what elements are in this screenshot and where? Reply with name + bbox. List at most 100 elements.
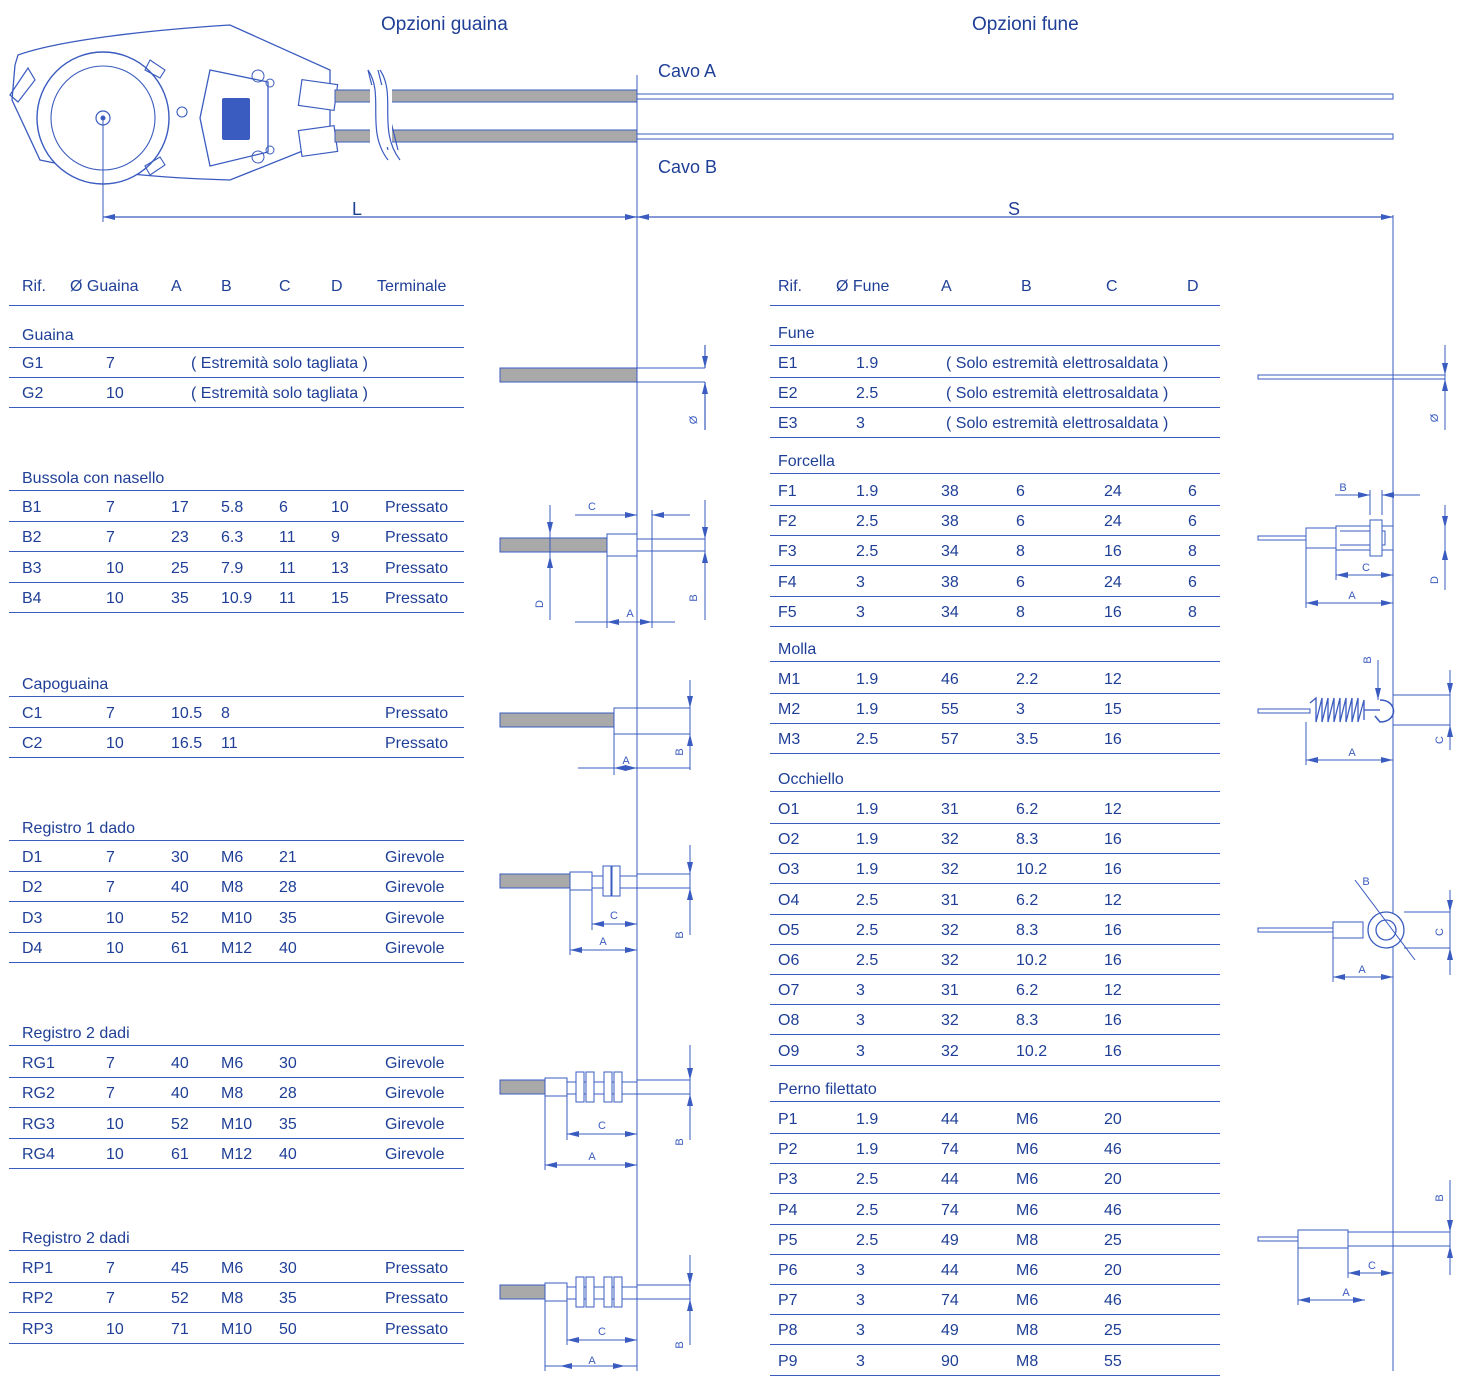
- right-group-rule: [770, 661, 1220, 662]
- right-header-rule: [770, 305, 1220, 306]
- right-cell-ref: M1: [778, 671, 801, 688]
- left-cell-ref: G1: [22, 355, 44, 372]
- left-row-rule: [9, 521, 464, 522]
- right-row-rule: [770, 377, 1220, 378]
- capo-body: [613, 707, 638, 735]
- right-cell-dia: 2.5: [856, 1231, 879, 1249]
- right-cell-ref: P4: [778, 1201, 798, 1219]
- rp-a-label: A: [588, 1355, 596, 1367]
- left-cell-b: M6: [221, 1260, 244, 1277]
- right-cell-dia: 2.5: [856, 513, 879, 531]
- right-cell-dia: 2.5: [856, 891, 879, 909]
- left-cell-ref: G2: [22, 385, 44, 403]
- left-cell-a: 52: [171, 909, 189, 927]
- right-cell-dia: 1.9: [856, 801, 879, 818]
- right-row-rule: [770, 1193, 1220, 1195]
- right-cell-dia: 1.9: [856, 355, 879, 372]
- reg1-c-arrow: [592, 921, 604, 927]
- perno-a-arrow2: [1353, 1297, 1365, 1303]
- left-cell-b: M6: [221, 1055, 244, 1072]
- length-l-label: L: [352, 199, 363, 219]
- right-row-rule: [770, 1223, 1220, 1225]
- left-cell-c: 21: [279, 849, 297, 866]
- left-group-title: Registro 2 dadi: [22, 1230, 130, 1247]
- left-cell-ref: RP2: [22, 1290, 54, 1308]
- right-cell-ref: O1: [778, 801, 800, 818]
- left-cell-a: 25: [171, 559, 189, 577]
- adjuster-block: [199, 69, 269, 167]
- left-col-header: B: [221, 278, 232, 295]
- right-cell-b: 6: [1016, 483, 1025, 500]
- dia-label: Ø: [688, 415, 700, 424]
- right-cell-b: 6: [1016, 513, 1025, 531]
- right-cell-ref: E3: [778, 415, 798, 433]
- rg-ferrule: [544, 1077, 568, 1097]
- molla-spring: [1309, 696, 1365, 723]
- right-cell-b: M8: [1016, 1231, 1039, 1249]
- reg1-c-label: C: [610, 910, 618, 922]
- left-cell-a: 30: [171, 849, 189, 866]
- left-cell-a: 35: [171, 589, 189, 607]
- s-dimension-head: [1381, 214, 1393, 220]
- right-cell-c: 16: [1104, 861, 1122, 879]
- left-cell-term: Girevole: [385, 1055, 445, 1072]
- right-group-title: Occhiello: [778, 771, 844, 788]
- cable-a-label: Cavo A: [658, 61, 717, 81]
- reg1-nut2: [611, 865, 621, 897]
- right-cell-ref: E1: [778, 355, 798, 372]
- right-group-title: Molla: [778, 641, 817, 658]
- left-cell-a: 40: [171, 1085, 189, 1103]
- left-cell-ref: RG3: [22, 1115, 55, 1133]
- rg-a-label: A: [588, 1151, 596, 1163]
- right-cell-b: 6.2: [1016, 891, 1039, 909]
- right-group-title: Perno filettato: [778, 1081, 877, 1098]
- right-cell-a: 34: [941, 543, 959, 561]
- perno-c-label: C: [1368, 1260, 1376, 1272]
- left-group-rule: [9, 490, 464, 491]
- left-cell-note: ( Estremità solo tagliata ): [191, 385, 368, 403]
- capo-b-label: B: [674, 748, 686, 755]
- left-group-title: Capoguaina: [22, 676, 109, 693]
- left-row-rule: [9, 1282, 464, 1283]
- perno-a-arrow: [1298, 1297, 1310, 1303]
- left-col-header: Rif.: [22, 278, 46, 295]
- right-cell-c: 15: [1104, 701, 1122, 719]
- left-cell-dia: 10: [106, 735, 124, 753]
- right-row-rule: [770, 1004, 1220, 1006]
- left-cell-term: Pressato: [385, 705, 449, 722]
- reg1-b-arrow: [687, 862, 693, 874]
- forcella-a-label: A: [1348, 590, 1356, 602]
- right-cell-note: ( Solo estremità elettrosaldata ): [946, 385, 1169, 403]
- left-cell-c: 11: [279, 529, 296, 547]
- left-cell-a: 10.5: [171, 705, 203, 722]
- right-cell-c: 16: [1104, 1012, 1122, 1030]
- left-row-rule: [9, 901, 464, 903]
- right-cell-a: 74: [941, 1201, 959, 1219]
- right-row-rule: [770, 883, 1220, 885]
- left-cell-b: M10: [221, 1320, 253, 1338]
- right-col-header: C: [1106, 278, 1118, 295]
- right-cell-c: 16: [1104, 731, 1122, 749]
- right-cell-c: 12: [1104, 982, 1122, 1000]
- molla-a-arrow2: [1381, 757, 1393, 763]
- right-cell-c: 25: [1104, 1231, 1122, 1249]
- bussola-nose: [636, 538, 653, 552]
- right-cell-c: 16: [1104, 921, 1122, 939]
- screw-top-2: [265, 78, 275, 88]
- right-cell-c: 12: [1104, 801, 1122, 818]
- right-cell-dia: 3: [856, 415, 865, 433]
- molla-hook: [1374, 699, 1395, 723]
- right-col-header: Rif.: [778, 278, 802, 295]
- right-row-rule: [770, 505, 1220, 506]
- right-cell-a: 31: [941, 982, 959, 1000]
- pulley-notches: [144, 59, 166, 176]
- right-cell-b: 6: [1016, 573, 1025, 591]
- right-cell-dia: 1.9: [856, 483, 879, 500]
- left-cell-b: M6: [221, 849, 244, 866]
- left-cell-c: 50: [279, 1320, 297, 1338]
- right-cell-ref: P7: [778, 1292, 798, 1310]
- rp-b-arrow: [687, 1273, 693, 1285]
- right-cell-dia: 2.5: [856, 952, 879, 969]
- right-cell-dia: 1.9: [856, 831, 879, 849]
